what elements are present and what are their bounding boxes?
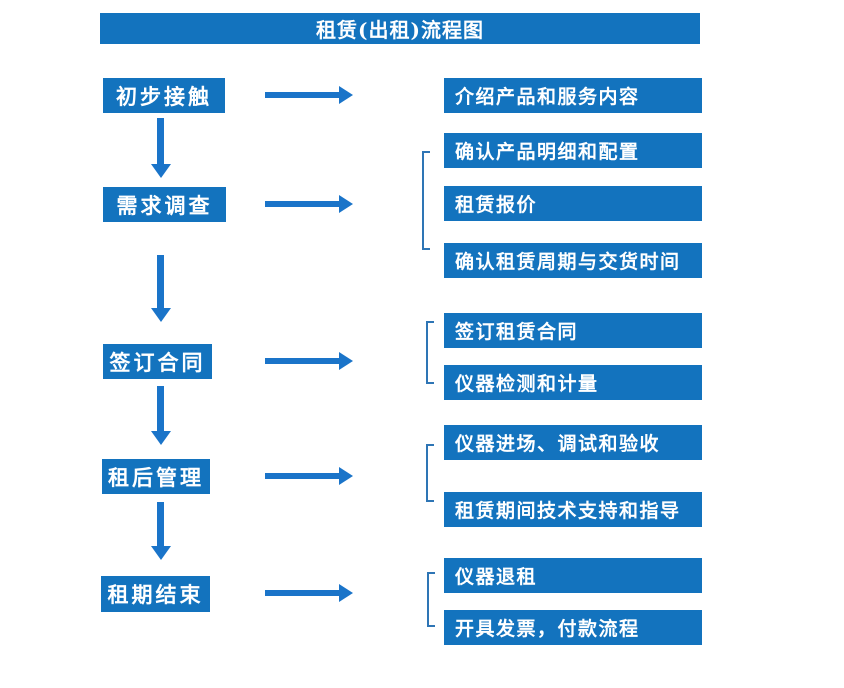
group-bracket-icon <box>426 444 434 502</box>
right-arrow-icon <box>265 584 353 602</box>
down-arrow-head <box>150 308 171 322</box>
right-arrow-shaft <box>265 201 339 207</box>
detail-box-confirm-product-details: 确认产品明细和配置 <box>444 133 702 168</box>
step-box-initial-contact: 初步接触 <box>103 78 225 113</box>
detail-box-sign-rental-contract: 签订租赁合同 <box>444 313 702 348</box>
right-arrow-shaft <box>265 473 339 479</box>
right-arrow-shaft <box>265 358 339 364</box>
detail-box-instrument-inspection: 仪器检测和计量 <box>444 365 702 400</box>
detail-box-instrument-setup: 仪器进场、调试和验收 <box>444 425 702 460</box>
right-arrow-icon <box>265 195 353 213</box>
right-arrow-shaft <box>265 590 339 596</box>
diagram-title: 租赁(出租)流程图 <box>100 13 700 44</box>
down-arrow-icon <box>150 255 171 322</box>
right-arrow-shaft <box>265 92 339 98</box>
detail-box-technical-support: 租赁期间技术支持和指导 <box>444 492 702 527</box>
step-box-sign-contract: 签订合同 <box>103 344 212 379</box>
down-arrow-head <box>150 164 171 178</box>
step-box-post-rental-management: 租后管理 <box>102 459 210 494</box>
right-arrow-icon <box>265 86 353 104</box>
group-bracket-icon <box>426 321 434 384</box>
right-arrow-head <box>339 86 353 104</box>
right-arrow-head <box>339 352 353 370</box>
step-box-demand-survey: 需求调查 <box>103 187 226 222</box>
down-arrow-icon <box>150 386 171 445</box>
detail-box-invoice-payment: 开具发票，付款流程 <box>444 610 702 645</box>
down-arrow-icon <box>150 118 171 178</box>
right-arrow-head <box>339 467 353 485</box>
right-arrow-head <box>339 584 353 602</box>
down-arrow-head <box>150 546 171 560</box>
down-arrow-shaft <box>157 386 164 431</box>
right-arrow-icon <box>265 467 353 485</box>
group-bracket-icon <box>422 151 430 250</box>
step-box-rental-end: 租期结束 <box>101 576 210 612</box>
down-arrow-shaft <box>157 118 164 164</box>
down-arrow-shaft <box>157 502 164 546</box>
down-arrow-icon <box>150 502 171 560</box>
detail-box-confirm-rental-period: 确认租赁周期与交货时间 <box>444 243 702 278</box>
down-arrow-shaft <box>157 255 164 308</box>
detail-box-introduce-products: 介绍产品和服务内容 <box>444 78 702 113</box>
down-arrow-head <box>150 431 171 445</box>
detail-box-instrument-return: 仪器退租 <box>444 558 702 593</box>
detail-box-rental-quotation: 租赁报价 <box>444 186 702 221</box>
group-bracket-icon <box>427 572 435 627</box>
right-arrow-head <box>339 195 353 213</box>
right-arrow-icon <box>265 352 353 370</box>
